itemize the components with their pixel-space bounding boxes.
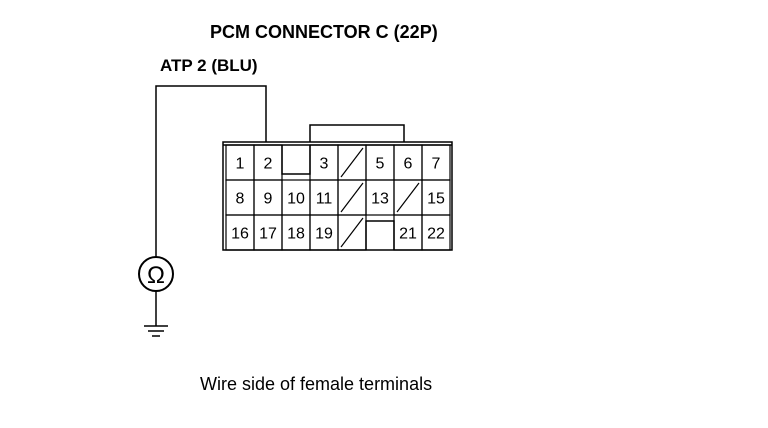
terminal-number: 15 <box>427 191 445 208</box>
terminal-number: 16 <box>231 226 249 243</box>
key-notch-top <box>281 145 311 175</box>
ohm-symbol: Ω <box>147 262 165 289</box>
test-wire <box>155 85 267 258</box>
ground-icon <box>144 291 168 337</box>
terminal-number: 9 <box>264 191 273 208</box>
terminal-number: 8 <box>236 191 245 208</box>
terminal-number: 7 <box>432 156 441 173</box>
terminal-number: 13 <box>371 191 389 208</box>
terminal-number: 1 <box>236 156 245 173</box>
wire-label: ATP 2 (BLU) <box>160 56 258 75</box>
terminal-number: 5 <box>376 156 385 173</box>
terminal-number: 6 <box>404 156 413 173</box>
terminal-number: 18 <box>287 226 305 243</box>
terminal-number: 3 <box>320 156 329 173</box>
caption: Wire side of female terminals <box>200 374 432 394</box>
terminal-grid: 1 2 3 5 6 7 8 9 10 11 13 15 16 17 18 19 21 22 <box>225 144 451 251</box>
empty-cavity-slash <box>340 217 364 248</box>
terminal-cell <box>421 214 451 251</box>
empty-cavity-slash <box>340 147 364 178</box>
terminal-number: 10 <box>287 191 305 208</box>
empty-cavity-slash <box>340 182 364 213</box>
connector-title: PCM CONNECTOR C (22P) <box>210 22 438 42</box>
terminal-number: 22 <box>427 226 445 243</box>
terminal-number: 19 <box>315 226 333 243</box>
ohmmeter: Ω <box>138 256 174 292</box>
terminal-number: 2 <box>264 156 273 173</box>
empty-cavity-slash <box>396 182 420 213</box>
terminal-number: 17 <box>259 226 277 243</box>
terminal-number: 11 <box>316 191 333 208</box>
terminal-number: 21 <box>399 226 417 243</box>
key-notch-bottom <box>365 220 395 250</box>
